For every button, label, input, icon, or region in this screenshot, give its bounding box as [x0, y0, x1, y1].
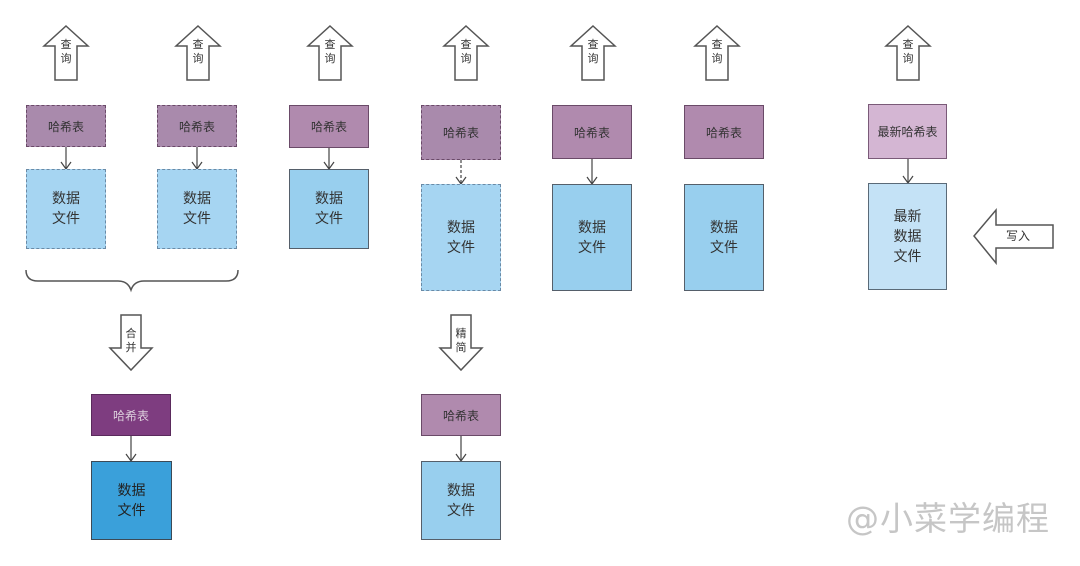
query-arrow-6	[693, 24, 741, 81]
data-file-3: 数据 文件	[289, 169, 369, 249]
compact-label: 精 简	[455, 327, 467, 354]
write-label: 写入	[1005, 229, 1030, 243]
query-label-7: 查 询	[902, 38, 914, 65]
hash-table-compacted: 哈希表	[421, 394, 501, 436]
hash-table-5: 哈希表	[552, 105, 632, 159]
data-file-2: 数据 文件	[157, 169, 237, 249]
query-arrow-2	[174, 24, 222, 81]
query-arrow-3	[306, 24, 354, 81]
merge-arrow	[108, 314, 154, 372]
query-label-5: 查 询	[587, 38, 599, 65]
merge-brace	[25, 269, 239, 293]
data-file-compacted: 数据 文件	[421, 461, 501, 540]
hash-table-4: 哈希表	[421, 105, 501, 160]
hash-table-3: 哈希表	[289, 105, 369, 148]
query-arrow-1	[42, 24, 90, 81]
data-file-latest: 最新 数据 文件	[868, 183, 947, 290]
query-arrow-5	[569, 24, 617, 81]
hash-table-merged: 哈希表	[91, 394, 171, 436]
data-file-6: 数据 文件	[684, 184, 764, 291]
query-arrow-7	[884, 24, 932, 81]
query-arrow-4	[442, 24, 490, 81]
data-file-5: 数据 文件	[552, 184, 632, 291]
query-label-3: 查 询	[324, 38, 336, 65]
data-file-merged: 数据 文件	[91, 461, 172, 540]
merge-label: 合 并	[125, 327, 137, 354]
query-label-6: 查 询	[711, 38, 723, 65]
hash-table-1: 哈希表	[26, 105, 106, 147]
query-label-1: 查 询	[60, 38, 72, 65]
compact-arrow	[438, 314, 484, 372]
data-file-1: 数据 文件	[26, 169, 106, 249]
watermark: @小菜学编程	[846, 499, 1050, 538]
hash-table-latest: 最新哈希表	[868, 104, 947, 159]
hash-table-2: 哈希表	[157, 105, 237, 147]
query-label-2: 查 询	[192, 38, 204, 65]
hash-table-6: 哈希表	[684, 105, 764, 159]
data-file-4: 数据 文件	[421, 184, 501, 291]
write-arrow	[973, 207, 1054, 266]
query-label-4: 查 询	[460, 38, 472, 65]
